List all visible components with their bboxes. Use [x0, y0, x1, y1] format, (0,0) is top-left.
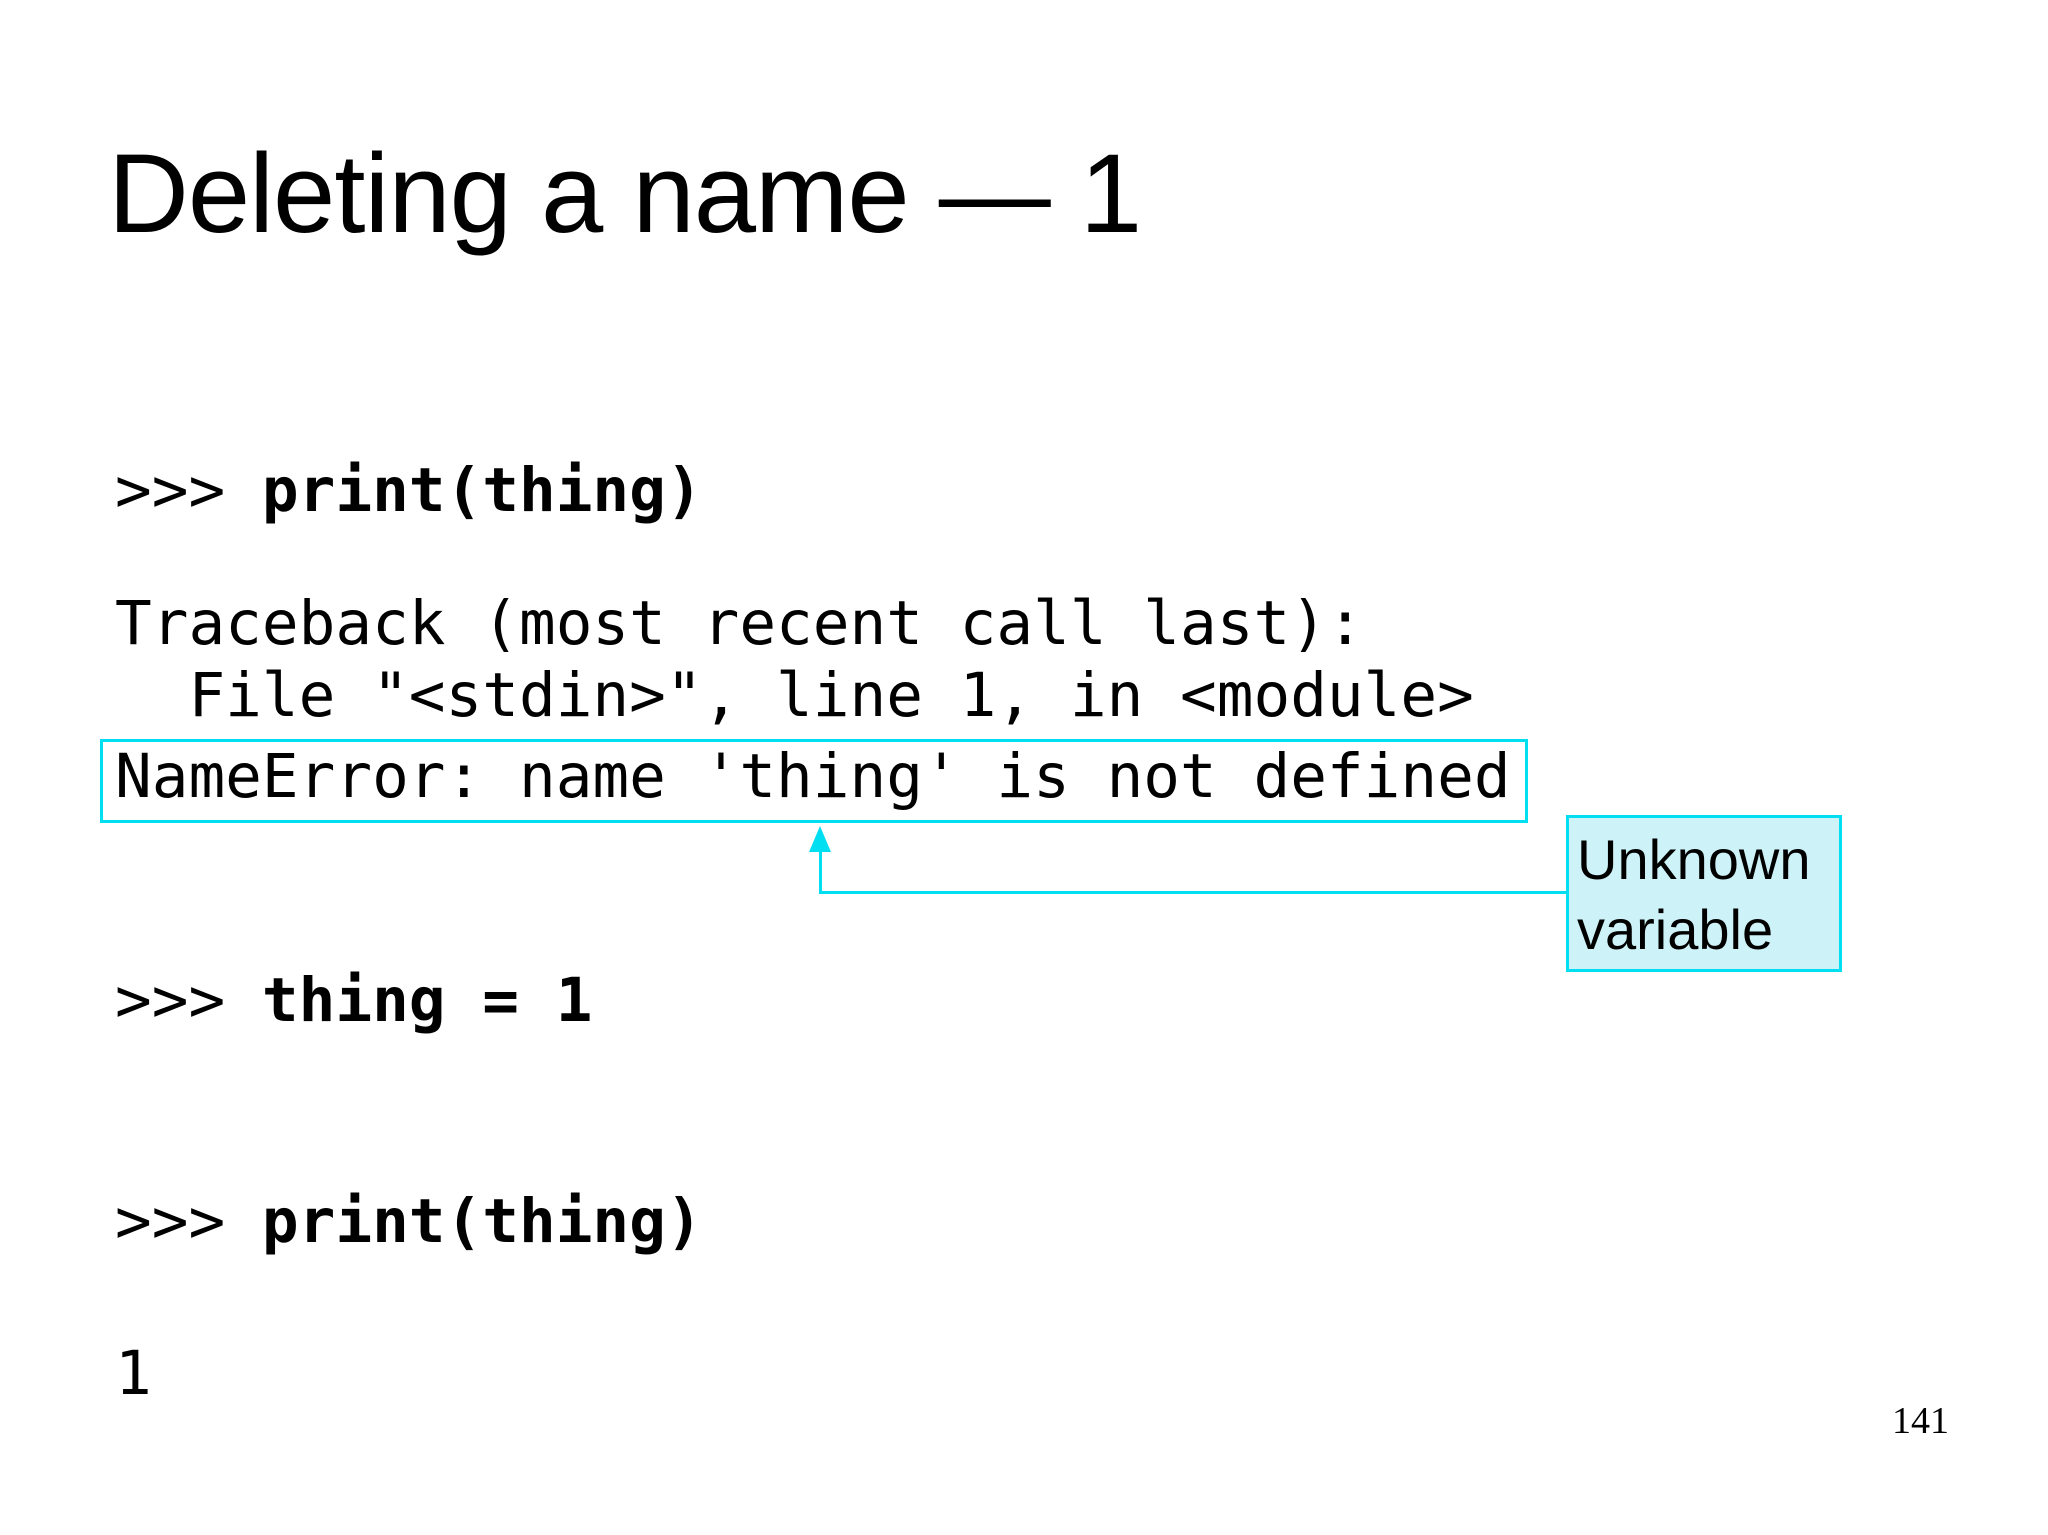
- callout-horizontal-line: [820, 891, 1566, 894]
- command-thing-assignment: thing = 1: [261, 965, 593, 1036]
- terminal-output-value: 1: [115, 1338, 152, 1409]
- callout-arrowhead-icon: [809, 826, 831, 852]
- annotation-label-line-1: Unknown: [1577, 828, 1811, 891]
- callout-vertical-line: [819, 850, 822, 894]
- prompt: >>>: [115, 455, 262, 526]
- code-line-print-1: >>> print(thing): [115, 460, 703, 521]
- error-highlight-box: NameError: name 'thing' is not defined: [100, 739, 1528, 823]
- traceback-line-2: File "<stdin>", line 1, in <module>: [115, 660, 1474, 731]
- command-print-thing: print(thing): [261, 455, 703, 526]
- prompt: >>>: [115, 965, 262, 1036]
- annotation-label-line-2: variable: [1577, 898, 1774, 961]
- name-error-text: NameError: name 'thing' is not defined: [115, 741, 1511, 812]
- page-number: 141: [1892, 1400, 1949, 1442]
- code-line-assignment: >>> thing = 1: [115, 970, 592, 1031]
- prompt: >>>: [115, 1186, 262, 1257]
- annotation-label: Unknown variable: [1566, 815, 1842, 972]
- traceback-line-1: Traceback (most recent call last):: [115, 588, 1364, 659]
- code-line-print-2: >>> print(thing): [115, 1191, 703, 1252]
- command-print-thing-2: print(thing): [261, 1186, 703, 1257]
- slide-title: Deleting a name — 1: [108, 131, 1142, 256]
